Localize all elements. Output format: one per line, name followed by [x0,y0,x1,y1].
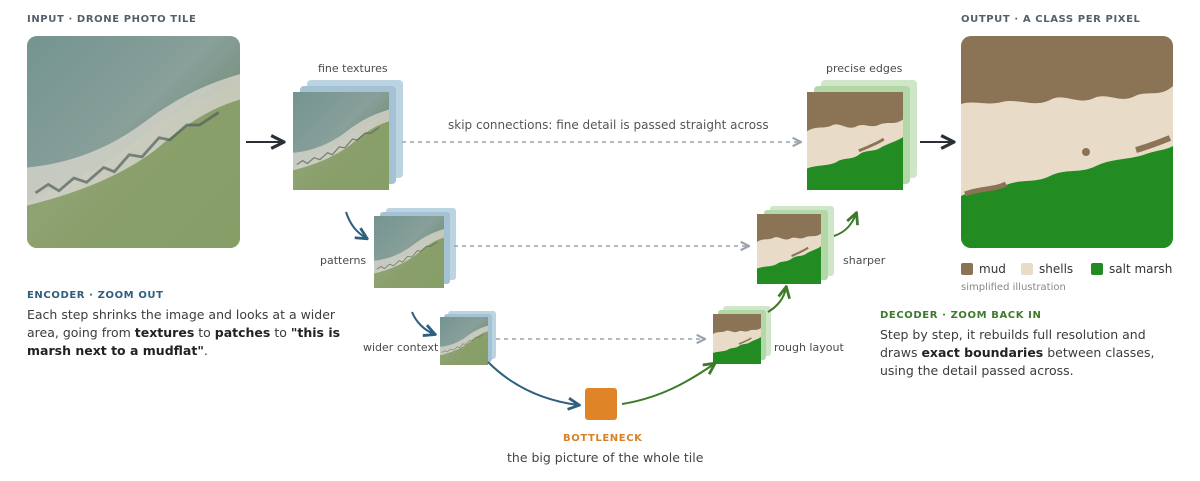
decoder-description: Step by step, it rebuilds full resolutio… [880,326,1180,380]
encoder-stage-wider-context [439,311,496,366]
legend-label-mud: mud [979,262,1006,276]
encoder-arrow-3 [487,361,578,405]
encoder-text: . [203,343,208,358]
encoder-text: to [194,325,215,340]
stage-label-sharper: sharper [843,254,886,267]
decoder-arrow-1 [621,364,714,405]
output-segmentation-tile [961,36,1173,248]
legend-note: simplified illustration [961,282,1066,293]
stage-label-fine-textures: fine textures [318,62,388,75]
legend-swatch-salt-marsh [1091,263,1103,275]
bottleneck-caption: BOTTLENECK [563,433,643,444]
decoder-stage-rough-layout [712,306,771,365]
bottleneck-block [585,388,617,420]
skip-connections-label: skip connections: fine detail is passed … [448,118,769,132]
encoder-caption: ENCODER · ZOOM OUT [27,290,164,301]
input-caption: INPUT · DRONE PHOTO TILE [27,14,197,25]
encoder-term-context: "this is marsh next to a mudflat" [27,325,341,358]
decoder-text: between classes, using the detail passed… [880,345,1155,378]
decoder-term-boundaries: exact boundaries [921,345,1044,360]
legend-swatch-shells [1021,263,1033,275]
encoder-stage-fine-textures [292,80,403,191]
stage-label-patterns: patterns [320,254,367,267]
decoder-arrow-2 [767,288,786,313]
output-caption: OUTPUT · A CLASS PER PIXEL [961,14,1141,25]
encoder-description: Each step shrinks the image and looks at… [27,306,357,360]
legend-item-salt-marsh: salt marsh [1091,262,1172,276]
stage-label-wider-context: wider context [363,341,439,354]
encoder-stage-patterns [373,208,456,289]
encoder-term-patches: patches [214,325,271,340]
input-photo-tile [27,36,240,248]
encoder-term-textures: textures [134,325,195,340]
bottleneck-description: the big picture of the whole tile [507,450,704,465]
decoder-stage-precise-edges [805,80,917,192]
stage-label-precise-edges: precise edges [826,62,903,75]
encoder-text: Each step shrinks the image and looks at… [27,307,336,340]
encoder-arrow-2 [411,311,434,334]
stage-label-rough-layout: rough layout [774,341,844,354]
encoder-arrow-1 [345,211,366,238]
legend-label-shells: shells [1039,262,1074,276]
legend-swatch-mud [961,263,973,275]
decoder-text: Step by step, it rebuilds full resolutio… [880,327,1146,360]
legend-item-shells: shells [1021,262,1073,276]
decoder-stage-sharper [755,206,834,286]
legend-label-salt-marsh: salt marsh [1109,262,1173,276]
decoder-arrow-3 [833,214,856,237]
decoder-caption: DECODER · ZOOM BACK IN [880,310,1042,321]
encoder-text: to [270,325,291,340]
legend-item-mud: mud [961,262,1006,276]
